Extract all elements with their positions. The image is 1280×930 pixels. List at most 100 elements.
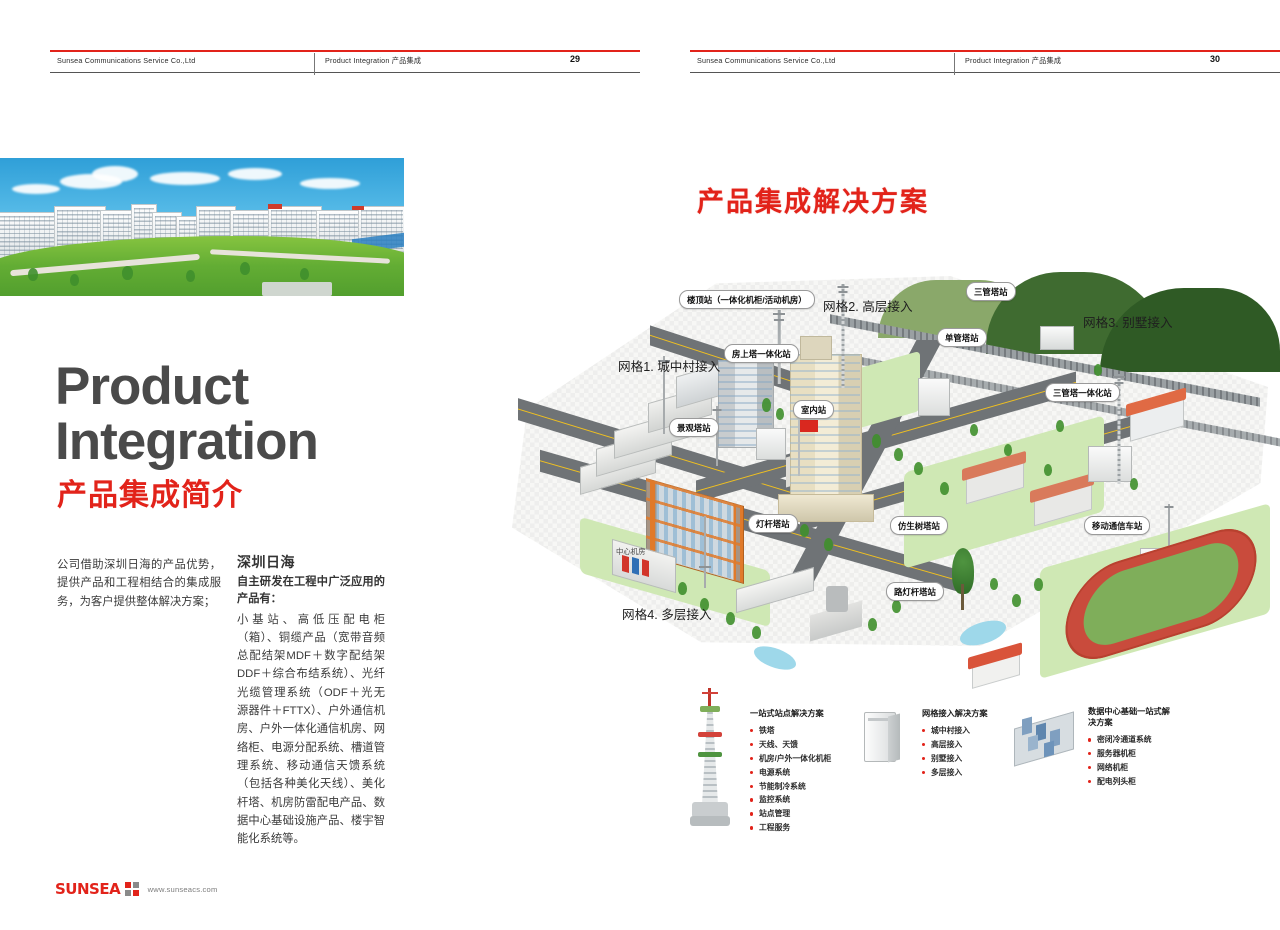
footer-logo: SUNSEA www.sunseacs.com (55, 880, 217, 898)
site-label-three-tube-tower[interactable]: 三管塔站 (966, 282, 1016, 301)
legend-item: 别墅接入 (922, 752, 1004, 766)
tree (776, 408, 784, 420)
site-label-lamp-tower[interactable]: 灯杆塔站 (748, 514, 798, 533)
legend-title: 网格接入解决方案 (922, 709, 988, 718)
legend-grid-access: 网格接入解决方案 城中村接入 高层接入 别墅接入 多层接入 (922, 708, 1004, 780)
tree (940, 482, 949, 495)
header-red-rule (50, 50, 640, 52)
title-en-line1: Product (55, 357, 249, 416)
equipment-rack-red (642, 558, 649, 578)
tree (1056, 420, 1064, 432)
tree (824, 538, 833, 551)
tree (914, 462, 923, 475)
header-bottom-line (690, 72, 1280, 73)
cloud-shape (92, 166, 138, 182)
tree (752, 626, 761, 639)
site-label-indoor-station[interactable]: 室内站 (793, 400, 835, 419)
legend-list: 城中村接入 高层接入 别墅接入 多层接入 (922, 724, 1004, 780)
solution-title: 产品集成解决方案 (697, 187, 929, 217)
site-label-mobile-comm-vehicle[interactable]: 移动通信车站 (1084, 516, 1151, 535)
bionic-tree-tower (952, 548, 974, 594)
grid-label-3: 网格3. 别墅接入 (1083, 316, 1173, 330)
three-tube-tower (836, 284, 850, 388)
campus-photo (0, 158, 404, 296)
flag-pole (798, 420, 800, 476)
photo-roof-sign (268, 204, 282, 209)
site-label-single-tube-tower[interactable]: 单管塔站 (937, 328, 987, 347)
rooftop-pole (712, 406, 722, 466)
three-tube-integrated-tower (1112, 374, 1126, 484)
header-section-left: Product Integration 产品集成 (325, 56, 422, 65)
monument-statue (826, 586, 848, 612)
cloud-shape (300, 178, 360, 189)
tree (1130, 478, 1138, 490)
tree (1044, 464, 1052, 476)
legend-item: 监控系统 (750, 793, 842, 807)
hill-cabinet (1040, 326, 1074, 350)
site-label-street-lamp-tower[interactable]: 路灯杆塔站 (886, 582, 944, 601)
legend-item: 铁塔 (750, 724, 842, 738)
site-label-rooftop-tower-integrated[interactable]: 房上塔一体化站 (724, 344, 799, 363)
site-label-three-tube-integrated[interactable]: 三管塔一体化站 (1045, 383, 1120, 402)
data-center-icon (1010, 706, 1076, 768)
legend-item: 密闭冷通道系统 (1088, 733, 1174, 747)
tower-illustration-icon (690, 688, 730, 836)
legend-item: 天线、天馈 (750, 738, 842, 752)
footer-url: www.sunseacs.com (147, 884, 218, 894)
tower-rooftop-unit (800, 336, 832, 360)
legend-title: 一站式站点解决方案 (750, 709, 824, 718)
legend-item: 高层接入 (922, 738, 1004, 752)
photo-tree (70, 274, 79, 286)
tree (726, 612, 735, 625)
tree (990, 578, 998, 590)
lamp-pole-tower (699, 516, 711, 588)
sunsea-logo-mark-icon (125, 882, 139, 896)
grid-label-2: 网格2. 高层接入 (823, 300, 913, 314)
title-en-line2: Integration (55, 411, 319, 471)
grid-label-4: 网格4. 多层接入 (622, 608, 712, 622)
legend-item: 站点管理 (750, 807, 842, 821)
legend-data-center: 数据中心基础一站式解决方案 密闭冷通道系统 服务器机柜 网络机柜 配电列头柜 (1088, 706, 1174, 789)
tree (800, 524, 809, 537)
site-label-bionic-tree-tower[interactable]: 仿生树塔站 (890, 516, 948, 535)
cloud-shape (12, 184, 60, 194)
legend-item: 网络机柜 (1088, 761, 1174, 775)
photo-roof-sign (352, 206, 364, 210)
photo-tree (240, 262, 250, 275)
intro-paragraph: 公司借助深圳日海的产品优势，提供产品和工程相结合的集成服务，为客户提供整体解决方… (57, 559, 221, 608)
page-number-right: 30 (1210, 54, 1221, 64)
subsidiary-block: 深圳日海 自主研发在工程中广泛应用的产品有： 小基站、高低压配电柜（箱）、铜缆产… (237, 552, 385, 848)
tree (700, 598, 709, 611)
tree (762, 398, 771, 412)
cloud-shape (150, 172, 220, 185)
tree (894, 448, 903, 461)
header-section-right: Product Integration 产品集成 (965, 56, 1062, 65)
bionic-tree-trunk (961, 584, 964, 610)
tree (1004, 444, 1012, 456)
site-label-rooftop-station[interactable]: 楼顶站（一体化机柜/活动机房） (679, 290, 815, 309)
tree (868, 618, 877, 631)
tree (1012, 594, 1021, 607)
photo-foreground-structure (262, 282, 332, 296)
photo-tree (300, 268, 309, 280)
legend-item: 电源系统 (750, 766, 842, 780)
header-bottom-line (50, 72, 640, 73)
legend-title: 数据中心基础一站式解决方案 (1088, 707, 1170, 728)
legend-item: 服务器机柜 (1088, 747, 1174, 761)
header-company-left: Sunsea Communications Service Co.,Ltd (57, 56, 196, 65)
legend-item: 工程服务 (750, 821, 842, 835)
site-label-landscape-tower[interactable]: 景观塔站 (669, 418, 719, 437)
sunsea-logo-text: SUNSEA (55, 880, 121, 898)
subsidiary-heading: 深圳日海 (237, 554, 295, 570)
photo-tree (28, 268, 38, 281)
integrated-cabinet (1088, 446, 1132, 482)
page-left: Sunsea Communications Service Co.,Ltd Pr… (0, 50, 640, 898)
tree (678, 582, 687, 595)
legend-list: 密闭冷通道系统 服务器机柜 网络机柜 配电列头柜 (1088, 733, 1174, 789)
header-company-right: Sunsea Communications Service Co.,Ltd (697, 56, 836, 65)
tree (970, 424, 978, 436)
tree (1094, 364, 1102, 376)
photo-tree (122, 266, 133, 280)
high-rise-podium (778, 494, 874, 522)
